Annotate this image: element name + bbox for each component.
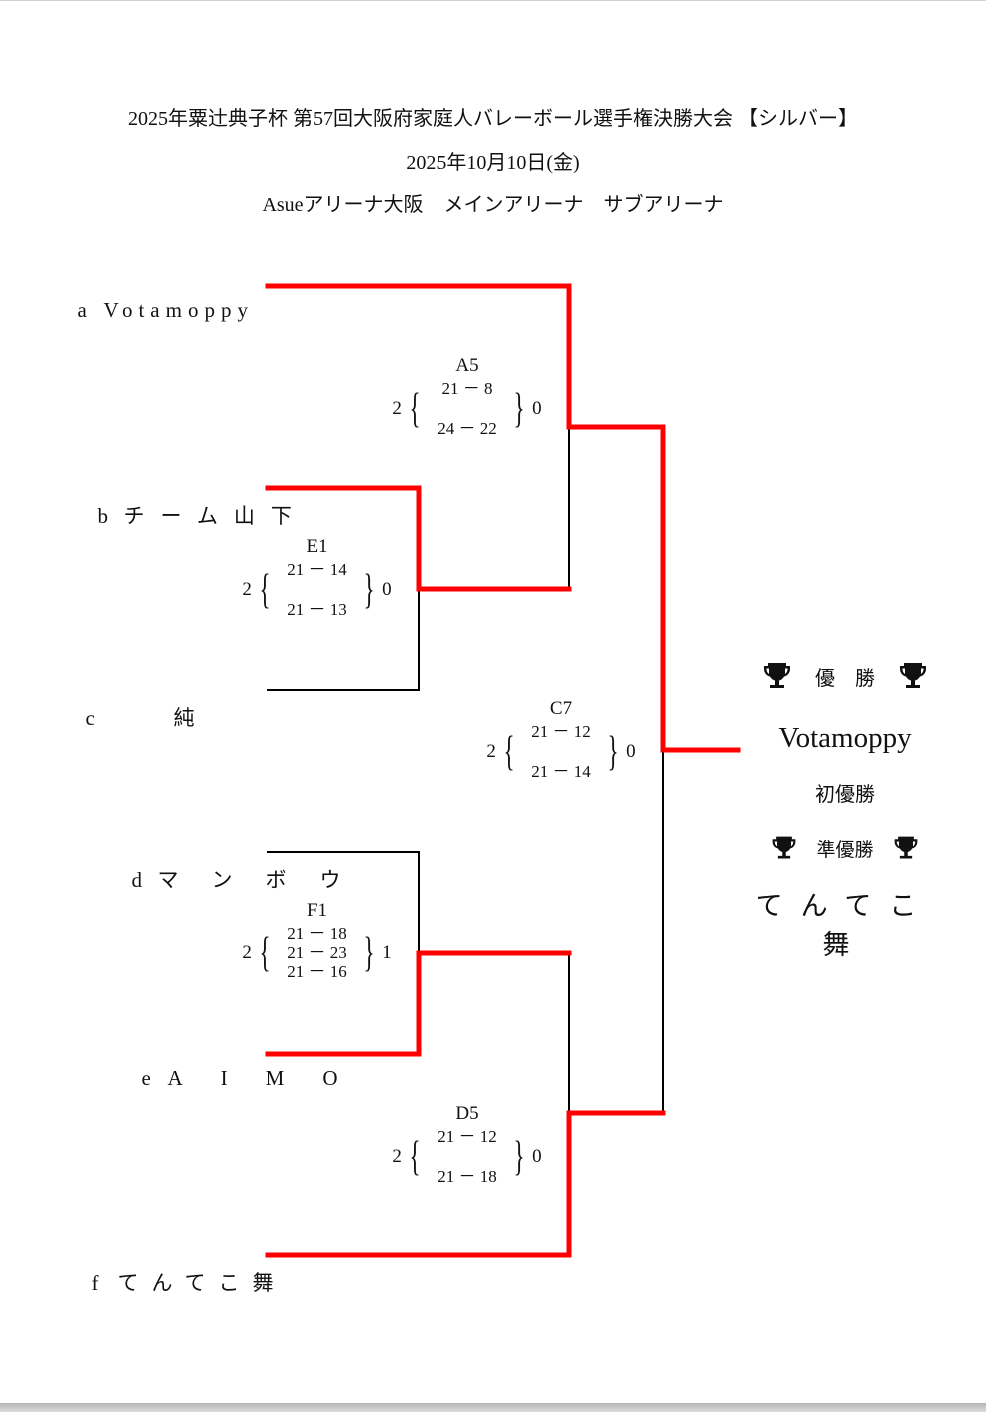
runner-up-name: てんてこ舞 [755, 891, 935, 960]
match-code: E1 [306, 536, 328, 557]
game-score: 24 － 22 [437, 419, 497, 438]
team-name: AIMO [167, 1066, 376, 1090]
sets-left: 2 [392, 1146, 402, 1167]
runner-up-header: 準優勝 [745, 834, 945, 862]
team-a: a Votamoppy [55, 273, 254, 323]
team-d: d マンボウ [55, 839, 374, 894]
team-name: マンボウ [157, 868, 374, 892]
match-code: F1 [306, 900, 328, 921]
right-brace: } [363, 929, 375, 976]
game-score: 21 － 18 [287, 924, 347, 943]
sets-right: 0 [532, 398, 542, 419]
champion-label: 優 勝 [815, 667, 875, 690]
sets-left: 2 [242, 941, 252, 963]
match-code: D5 [455, 1103, 479, 1124]
right-brace: } [513, 1134, 525, 1180]
game-score: 21 － 14 [531, 762, 591, 781]
team-f: f てんてこ舞 [55, 1242, 286, 1297]
game-score: 21 － 8 [441, 379, 493, 398]
left-brace: { [259, 929, 271, 976]
match-f1: F1 2 { 21 － 18 21 － 23 21 － 16 } 1 [232, 900, 402, 981]
team-seed: f [91, 1271, 99, 1295]
page-top-border [0, 0, 986, 1]
left-brace: { [259, 567, 271, 613]
game-scores: 21 － 8 24 － 22 [429, 379, 505, 439]
sets-left: 2 [242, 579, 252, 600]
sets-right: 0 [382, 579, 392, 600]
trophy-icon [894, 836, 917, 859]
trophy-icon [764, 663, 790, 688]
right-brace: } [363, 567, 375, 613]
sets-right: 0 [532, 1146, 542, 1167]
team-name: てんてこ舞 [117, 1271, 287, 1295]
game-score: 21 － 13 [287, 600, 347, 619]
champion-name: Votamoppy [778, 722, 912, 754]
tournament-venue: Asueアリーナ大阪 メインアリーナ サブアリーナ [262, 194, 724, 216]
line-a-to-a5 [265, 283, 572, 430]
team-e: e AIMO [55, 1041, 376, 1091]
game-scores: 21 － 12 21 － 18 [429, 1127, 505, 1187]
match-e1: E1 2 { 21 － 14 21 － 13 } 0 [232, 536, 402, 620]
team-seed: d [131, 868, 143, 892]
match-code: A5 [455, 355, 479, 376]
left-brace: { [409, 1134, 421, 1180]
left-brace: { [503, 729, 515, 775]
team-name: チーム山下 [123, 504, 308, 528]
game-score: 21 － 18 [437, 1167, 497, 1186]
right-brace: } [513, 386, 525, 432]
line-b-to-e1 [265, 485, 572, 592]
trophy-icon [900, 663, 926, 688]
tournament-date: 2025年10月10日(金) [406, 152, 580, 174]
game-score: 21 － 12 [437, 1127, 497, 1146]
left-brace: { [409, 386, 421, 432]
right-brace: } [607, 729, 619, 775]
game-score: 21 － 14 [287, 560, 347, 579]
team-seed: a [77, 298, 87, 322]
team-name: 純 [111, 706, 205, 730]
game-scores: 21 － 18 21 － 23 21 － 16 [279, 924, 355, 981]
line-f-to-d5 [265, 1110, 666, 1258]
game-score: 21 － 16 [287, 962, 347, 981]
game-scores: 21 － 12 21 － 14 [523, 722, 599, 782]
match-code: C7 [549, 698, 573, 719]
team-b: b チーム山下 [55, 475, 308, 530]
line-d-to-f1 [267, 851, 420, 954]
team-seed: e [141, 1066, 151, 1090]
sets-right: 0 [626, 741, 636, 762]
line-e-to-f1 [265, 950, 572, 1057]
page-bottom-edge [0, 1403, 986, 1412]
team-seed: c [85, 706, 95, 730]
game-score: 21 － 12 [531, 722, 591, 741]
champion-note: 初優勝 [815, 784, 875, 806]
sets-right: 1 [382, 941, 392, 963]
game-score: 21 － 23 [287, 943, 347, 962]
match-a5: A5 2 { 21 － 8 24 － 22 } 0 [382, 355, 552, 439]
game-scores: 21 － 14 21 － 13 [279, 560, 355, 620]
line-c-to-e1 [267, 588, 420, 691]
match-c7: C7 2 { 21 － 12 21 － 14 } 0 [476, 698, 646, 782]
champion-header: 優 勝 [745, 660, 945, 692]
trophy-icon [773, 836, 796, 859]
team-seed: b [97, 504, 109, 528]
runner-up-label: 準優勝 [816, 839, 874, 861]
line-a5-to-final [566, 424, 741, 753]
tournament-title: 2025年粟辻典子杯 第57回大阪府家庭人バレーボール選手権決勝大会 【シルバー… [128, 108, 858, 130]
sets-left: 2 [392, 398, 402, 419]
team-c: c 純 [55, 677, 205, 732]
sets-left: 2 [486, 741, 496, 762]
match-d5: D5 2 { 21 － 12 21 － 18 } 0 [382, 1103, 552, 1187]
team-name: Votamoppy [103, 298, 254, 322]
